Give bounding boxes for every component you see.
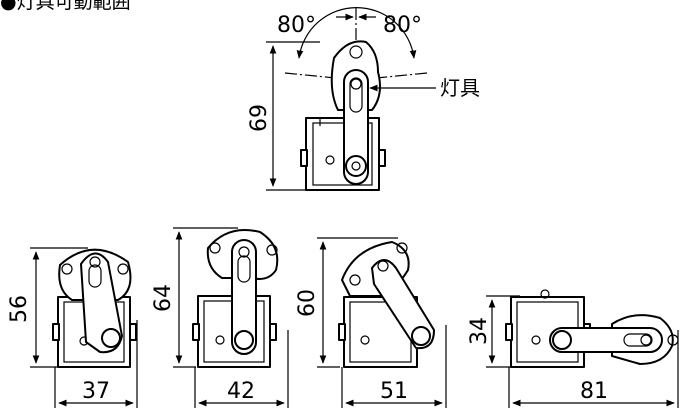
top-view: 80° 80° 灯具 69: [247, 7, 480, 191]
v1-screw-icon-2: [117, 263, 129, 275]
rotation-arc: [296, 7, 417, 59]
right-limit-line: [355, 72, 428, 81]
arm-slot: [349, 77, 363, 113]
arm-base-screw-icon: [345, 155, 367, 177]
v1-width-label: 37: [82, 379, 110, 404]
v1-arm: [80, 252, 123, 354]
view-1: 56 37: [7, 247, 138, 408]
v3-screw-icon-2: [396, 242, 408, 254]
v2-width-label: 42: [227, 379, 255, 404]
lamp-label: 灯具: [440, 76, 480, 100]
v3-screw-icon: [349, 274, 361, 286]
v4-side-tab-left: [505, 323, 513, 341]
v2-side-tab-right: [269, 323, 277, 341]
diagram-title: ●灯具可動範囲: [0, 0, 131, 13]
v4-top-hole: [540, 289, 550, 299]
top-height-label: 69: [247, 104, 272, 132]
v2-screw-icon-2: [266, 244, 278, 256]
v2-side-tab-left: [192, 323, 200, 341]
view-4: 34 81: [467, 289, 679, 408]
v3-hole: [360, 335, 370, 345]
v4-arm-slot: [623, 333, 653, 347]
v3-arm: [371, 259, 435, 350]
angle-left-label: 80°: [277, 13, 316, 38]
left-limit-line: [284, 72, 357, 81]
angle-right-label: 80°: [383, 13, 422, 38]
v1-side-tab-left: [52, 323, 60, 341]
v2-screw-icon: [209, 242, 221, 254]
head-screw-icon: [349, 45, 363, 59]
v4-height-label: 34: [467, 317, 492, 345]
v3-side-tab-left: [338, 323, 346, 341]
view-2: 64 42: [151, 227, 289, 408]
v2-height-label: 64: [151, 284, 176, 312]
v4-pivot-screw-icon: [640, 334, 652, 346]
v1-height-label: 56: [7, 295, 32, 323]
v4-screw-icon: [667, 334, 679, 346]
v1-screw-icon: [61, 263, 73, 275]
top-bracket-inner: [312, 122, 373, 186]
v2-hole: [215, 335, 225, 345]
arm-base-screw-center: [351, 161, 361, 171]
v1-side-tab-right: [129, 323, 137, 341]
v1-pivot-screw-icon: [89, 256, 101, 268]
v2-base-screw-icon: [234, 330, 254, 350]
bracket-side-tab-left: [300, 149, 308, 167]
bracket-hole: [325, 155, 335, 165]
v3-pivot-screw-icon: [377, 260, 389, 272]
v4-hole: [531, 335, 541, 345]
arm-pivot-screw-icon: [350, 78, 362, 90]
v1-arm-slot: [88, 264, 102, 288]
v3-width-label: 51: [380, 379, 408, 404]
v4-width-label: 81: [580, 379, 608, 404]
v3-base-screw-icon: [411, 326, 431, 346]
v1-base-screw-icon: [101, 328, 121, 348]
view-3: 60 51: [295, 237, 447, 408]
v3-height-label: 60: [295, 289, 320, 317]
v4-base-screw-icon: [552, 330, 572, 350]
v2-arm-slot: [237, 255, 251, 283]
bracket-side-tab-right: [378, 149, 386, 167]
v2-pivot-screw-icon: [238, 246, 250, 258]
